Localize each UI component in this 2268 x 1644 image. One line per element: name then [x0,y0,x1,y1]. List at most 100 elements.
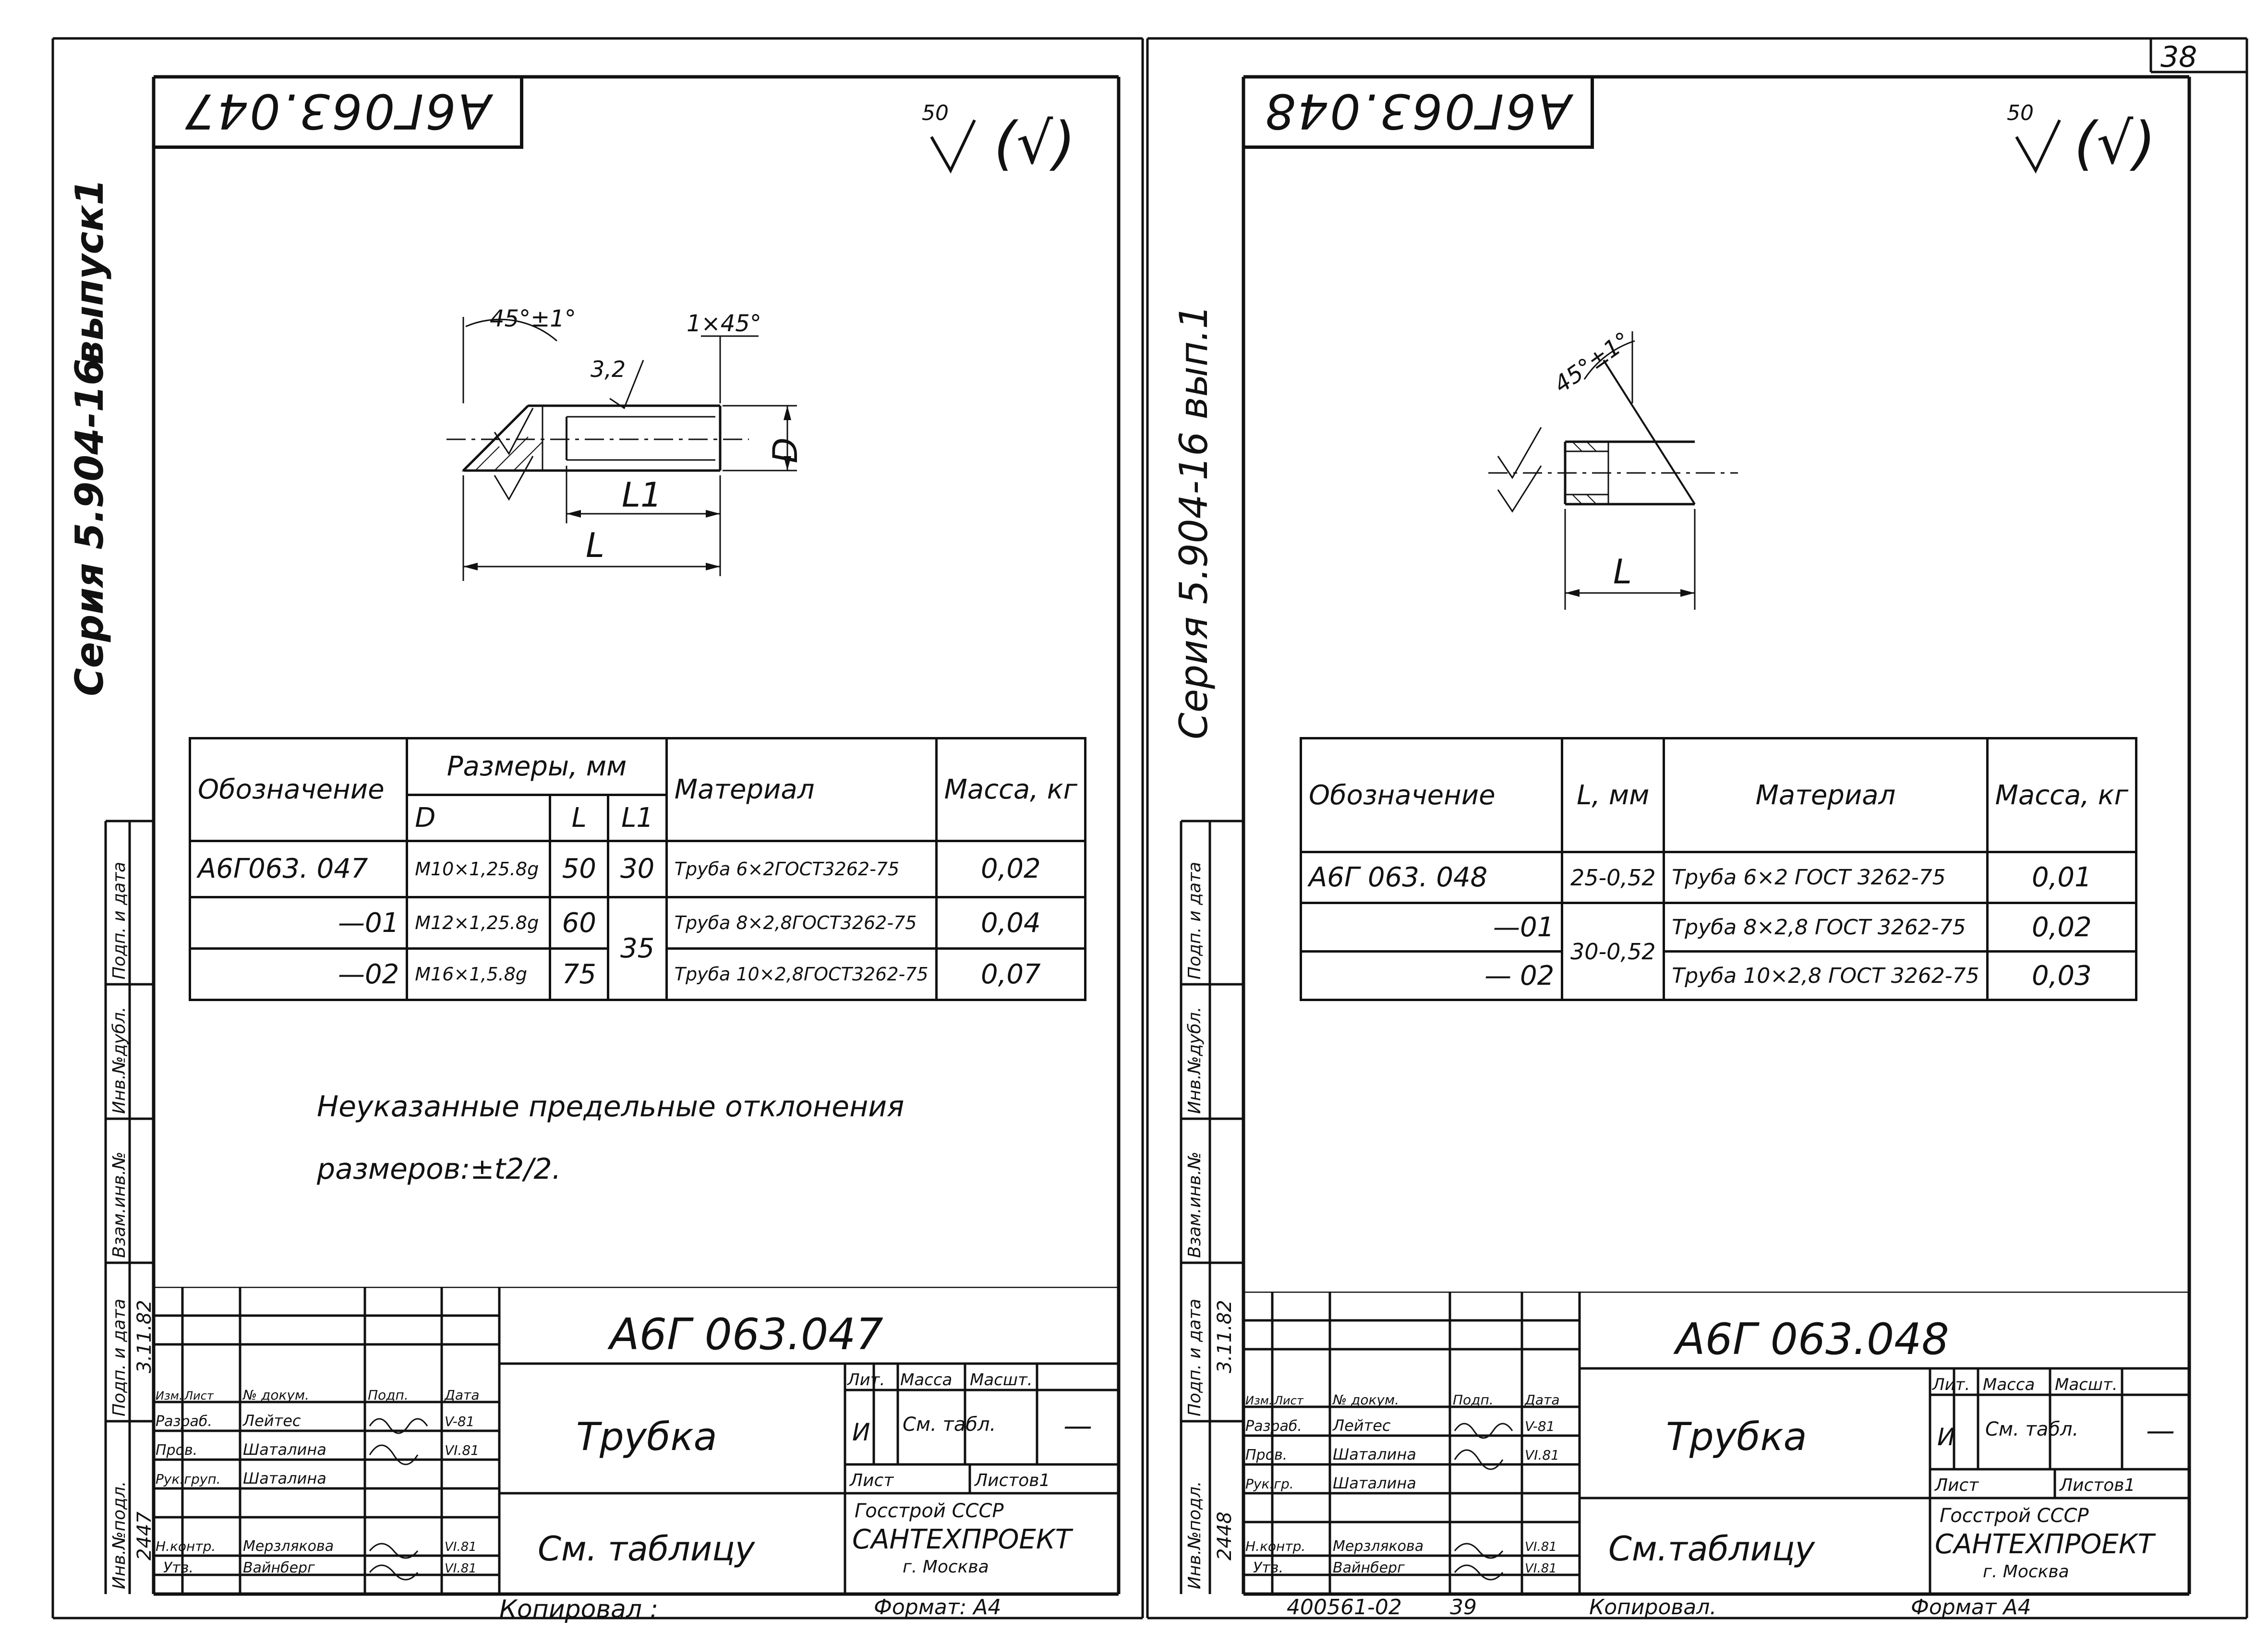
left-cell-designation: —01 [188,896,409,950]
right-tb-lit-value: И [1937,1423,1955,1451]
table-row: —01 М12×1,25.8g 60 35 Труба 8×2,8ГОСТ326… [188,896,1087,1001]
left-cell-D: М10×1,25.8g [406,839,552,899]
left-tb-person: Вайнберг [243,1559,315,1576]
right-tb-person-date: VI.81 [1525,1561,1557,1576]
left-tb-sheet: Лист [849,1471,894,1490]
right-tb-person-date: V-81 [1525,1418,1555,1434]
right-tb-col-sign: Подп. [1453,1392,1494,1408]
left-dim-roughness: 3,2 [591,356,626,382]
left-tb-lit-value: И [852,1418,870,1446]
left-tb-col-list: Лист [184,1389,214,1402]
right-side-dupl: Инв.№дубл. [1185,1006,1205,1114]
right-cell-mass: 0,03 [1986,950,2138,1001]
left-tb-material: См. таблицу [538,1529,756,1569]
right-tb-role: Рук.гр. [1245,1476,1294,1492]
left-cell-material: Труба 10×2,8ГОСТ3262-75 [665,947,938,1001]
table-row: —01 30-0,52 Труба 8×2,8 ГОСТ 3262-75 0,0… [1299,902,2138,1001]
left-stamp-code: А6Г063.047 [182,83,491,139]
left-part-drawing: L1 L D 45°±1° 1×45° 3,2 [446,305,805,581]
right-spec-table: Обозначение L, мм Материал Масса, кг А6Г… [1299,737,2138,1001]
right-tb-col-doc: № докум. [1332,1392,1399,1408]
left-side-inv: Инв.№подл. [109,1481,129,1589]
left-roughness-value: 50 [922,101,949,125]
right-cell-material: Труба 8×2,8 ГОСТ 3262-75 [1663,902,1989,953]
right-cell-material: Труба 10×2,8 ГОСТ 3262-75 [1663,950,1989,1001]
signature-mark [1454,1543,1504,1559]
left-tb-org3: г. Москва [903,1557,989,1577]
right-tb-role: Н.контр. [1245,1538,1305,1554]
left-stamp-box: А6Г063.047 [154,77,523,149]
right-side-inv: Инв.№подл. [1185,1481,1205,1589]
left-tb-h-lit: Лит. [846,1370,885,1390]
right-series-label: Серия 5.904-16 вып.1 [1171,304,1216,739]
right-tb-person-date: VI.81 [1525,1540,1557,1554]
right-tb-col-date: Дата [1524,1392,1560,1408]
left-tb-person-date: V-81 [445,1414,474,1429]
signature-mark [369,1564,419,1581]
right-stamp-box: А6Г063.048 [1243,77,1594,149]
left-tb-person: Мерзлякова [243,1538,334,1555]
left-cell-designation: А6Г063. 047 [188,839,409,899]
left-side-inv-value: 2447 [133,1511,156,1560]
left-tb-mass-value: См. табл. [903,1414,996,1436]
table-row: — 02 Труба 10×2,8 ГОСТ 3262-75 0,03 [1299,950,2138,1001]
right-side-date-value: 3.11.82 [1214,1300,1236,1373]
right-roughness-value: 50 [2007,101,2034,125]
left-cell-material: Труба 6×2ГОСТ3262-75 [665,839,938,899]
left-tb-col-izm: Изм. [156,1389,182,1402]
left-tb-col-doc: № докум. [242,1387,309,1403]
left-cell-L: 60 [549,896,610,950]
left-format: Формат: А4 [874,1595,1001,1620]
right-th-mass: Масса, кг [1986,737,2138,854]
signature-mark [369,1543,419,1559]
left-side-replace: Взам.инв.№ [109,1151,129,1258]
right-stamp-code: А6Г063.048 [1263,83,1571,139]
signature-mark [369,1444,419,1465]
left-th-mass: Масса, кг [935,737,1087,842]
left-side-dupl: Инв.№дубл. [109,1006,129,1114]
left-tb-org1: Госстрой СССР [855,1500,1004,1522]
left-note-line2: размеров:±t2/2. [317,1152,561,1186]
right-order: 400561-02 [1287,1595,1402,1620]
right-tb-material: См.таблицу [1608,1529,1816,1569]
table-row: А6Г063. 047 М10×1,25.8g 50 30 Труба 6×2Г… [188,839,1087,899]
left-issue-label: выпуск1 [67,179,112,365]
left-th-L: L [549,793,610,842]
left-tb-role: Разраб. [156,1413,212,1430]
right-side-date: Подп. и дата [1185,1298,1205,1416]
left-cell-L1: 30 [607,839,668,899]
right-copied: Копировал. [1589,1595,1717,1620]
right-tb-name: Трубка [1666,1414,1807,1459]
left-cell-L1: 35 [607,896,668,1001]
left-dim-L: L [586,526,604,565]
left-th-designation: Обозначение [188,737,409,842]
right-tb-h-lit: Лит. [1931,1375,1970,1394]
right-roughness-symbol: 50 (√) [2007,101,2156,177]
right-tb-sheet: Лист [1934,1475,1979,1495]
right-tb-person: Вайнберг [1333,1559,1405,1576]
right-tb-col-izm: Изм. [1245,1394,1272,1407]
left-tb-name: Трубка [576,1414,717,1459]
left-tb-role: Пров. [156,1442,197,1459]
right-side-inv-value: 2448 [1214,1511,1236,1560]
signature-mark [369,1418,428,1434]
right-th-material: Материал [1663,737,1989,854]
right-tb-person: Шаталина [1333,1474,1416,1492]
left-tb-role: Утв. [163,1559,193,1576]
left-cell-designation: —02 [188,947,409,1001]
left-tb-org2: САНТЕХПРОЕКТ [852,1524,1074,1555]
right-cell-mass: 0,02 [1986,902,2138,953]
left-dim-chamfer: 1×45° [687,310,761,337]
left-tb-person-date: VI.81 [445,1540,477,1554]
left-dim-L1: L1 [622,475,662,515]
left-roughness-mark: (√) [994,110,1075,177]
left-tb-scale-value: — [1063,1409,1092,1443]
left-tb-doc-number: А6Г 063.047 [607,1309,883,1360]
left-tb-role: Рук.груп. [156,1471,221,1487]
right-tb-person: Мерзлякова [1333,1538,1424,1555]
right-th-L: L, мм [1561,737,1665,854]
left-tb-person: Шаталина [243,1440,326,1459]
right-title-block: А6Г 063.048 Трубка См.таблицу Лит. Масса… [1243,1292,2189,1594]
right-tb-scale-value: — [2146,1414,2175,1448]
